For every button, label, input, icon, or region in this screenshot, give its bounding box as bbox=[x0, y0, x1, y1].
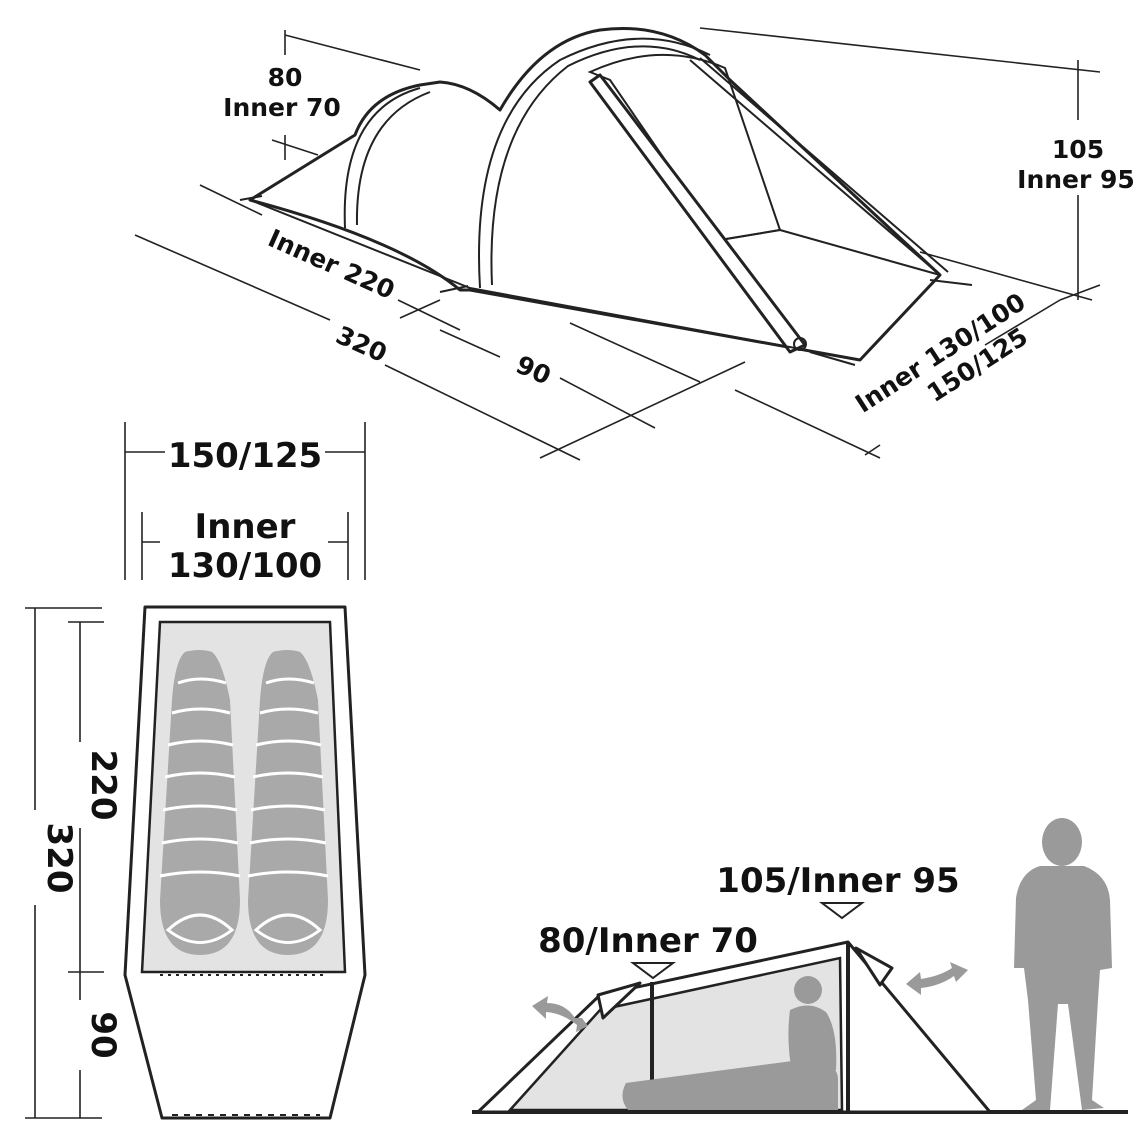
perspective-view: 80 Inner 70 105 Inner 95 Inner 220 320 9… bbox=[134, 26, 1135, 461]
standing-person-silhouette bbox=[1014, 818, 1112, 1110]
floor-plan-inner-width: 130/100 bbox=[168, 546, 322, 586]
perspective-max-inner-height: Inner 95 bbox=[1017, 165, 1135, 194]
floor-plan-length-dimensions bbox=[25, 607, 104, 1119]
perspective-vestibule-length: 90 bbox=[512, 350, 556, 391]
floor-plan-width-dimensions bbox=[124, 422, 366, 580]
perspective-max-height: 105 bbox=[1052, 135, 1104, 164]
floor-plan-total-width: 150/125 bbox=[168, 436, 322, 476]
floor-plan-vestibule-length: 90 bbox=[83, 1011, 123, 1058]
sleeping-bag-right bbox=[247, 650, 329, 955]
side-view-rear-vent bbox=[596, 981, 642, 1020]
front-airflow-arrow bbox=[906, 962, 968, 995]
seated-person-silhouette bbox=[622, 976, 838, 1110]
perspective-total-length: 320 bbox=[332, 320, 391, 368]
rear-airflow-arrow bbox=[532, 996, 588, 1032]
perspective-vestibule-height: 80 bbox=[268, 63, 303, 92]
side-view-front-vent bbox=[854, 946, 894, 987]
low-height-marker-icon bbox=[630, 962, 676, 980]
max-height-marker-icon bbox=[819, 902, 865, 920]
floor-plan-total-length: 320 bbox=[39, 823, 79, 894]
floor-plan-inner-label: Inner bbox=[195, 507, 296, 547]
floor-plan: 150/125 Inner 130/100 320 220 90 bbox=[25, 422, 367, 1120]
perspective-dimension-lines bbox=[134, 27, 1101, 461]
side-view-max-height: 105/Inner 95 bbox=[716, 861, 959, 901]
side-view-low-height: 80/Inner 70 bbox=[538, 921, 758, 961]
sleeping-bag-left bbox=[159, 650, 241, 955]
floor-plan-inner-length: 220 bbox=[83, 750, 123, 821]
side-view: 105/Inner 95 80/Inner 70 bbox=[472, 818, 1128, 1114]
perspective-vestibule-inner-height: Inner 70 bbox=[223, 93, 341, 122]
perspective-tent-body bbox=[239, 26, 973, 366]
